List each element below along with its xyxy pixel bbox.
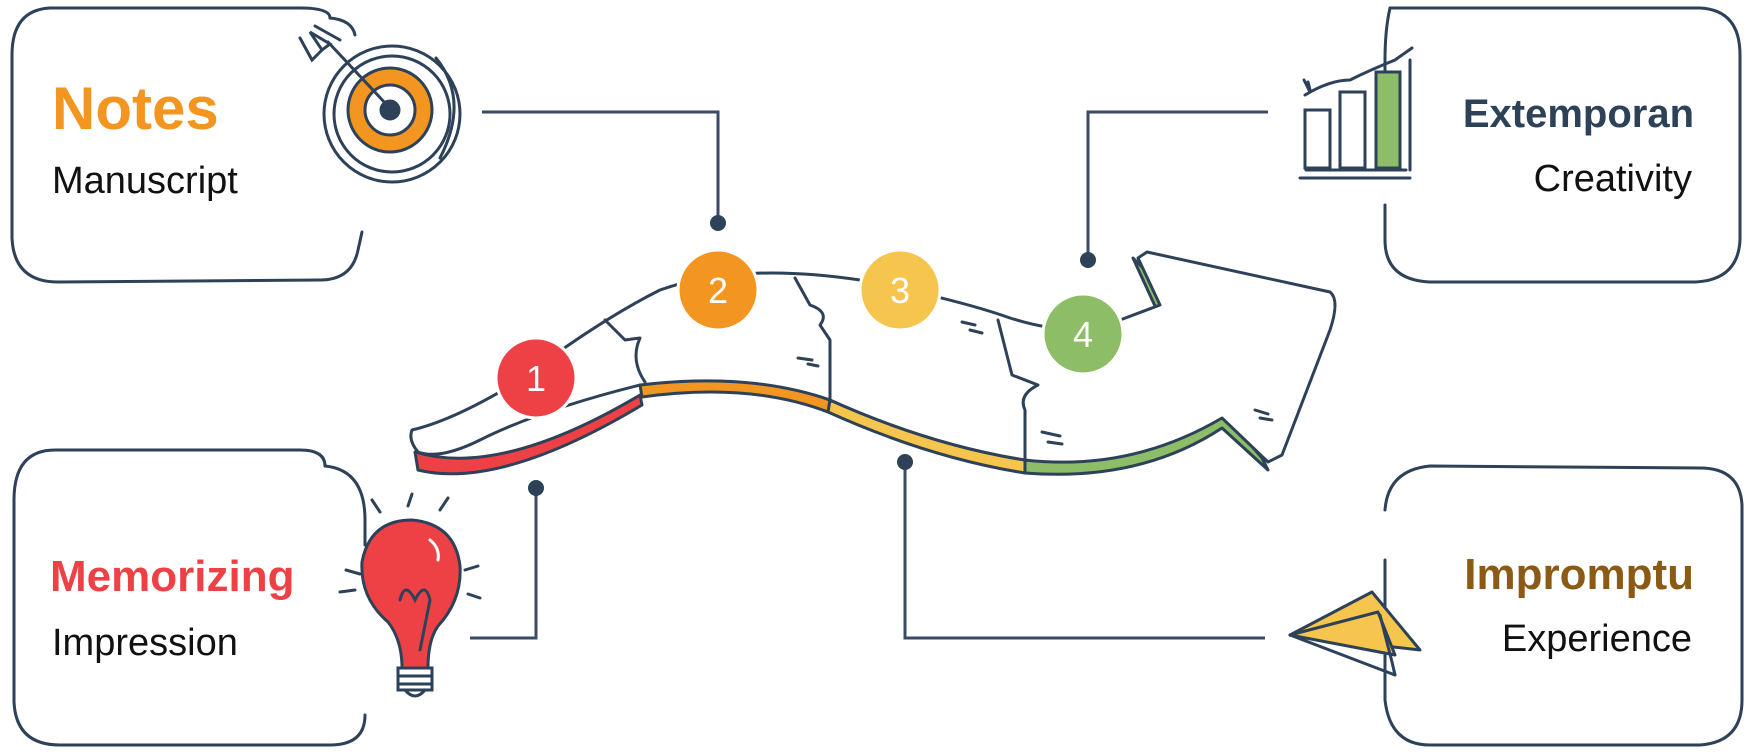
extemporan-title: Extemporan <box>1462 92 1694 136</box>
impromptu-title: Impromptu <box>1464 550 1694 599</box>
step-1-circle <box>494 336 578 420</box>
connector-dot-extemporan <box>1080 252 1096 268</box>
connector-notes <box>482 110 720 223</box>
card-frame-impromptu <box>1383 464 1744 747</box>
notes-subtitle: Manuscript <box>52 160 238 202</box>
notes-title: Notes <box>52 75 219 142</box>
memorizing-title: Memorizing <box>50 552 295 601</box>
step-2-number: 2 <box>708 270 728 311</box>
step-3-circle <box>858 248 942 332</box>
step-3-number: 3 <box>890 270 910 311</box>
card-frame-notes <box>10 6 364 284</box>
step-3-marker <box>858 248 942 332</box>
connector-extemporan <box>1086 110 1268 260</box>
memorizing-subtitle: Impression <box>52 622 238 664</box>
arrow-band-red <box>413 393 644 476</box>
bar-chart-icon <box>1298 46 1414 180</box>
connector-impromptu <box>903 462 1265 640</box>
card-frame-extemporan-top <box>1383 6 1392 77</box>
connector-dot-impromptu <box>897 454 913 470</box>
card-frame-extemporan <box>1383 6 1742 284</box>
target-icon <box>298 24 462 184</box>
connector-memorizing <box>470 488 538 640</box>
step-4-circle <box>1041 292 1125 376</box>
road-arrow <box>409 250 1337 476</box>
connector-dot-memorizing <box>528 480 544 496</box>
impromptu-subtitle: Experience <box>1501 618 1692 660</box>
connector-dot-notes <box>710 215 726 231</box>
extemporan-subtitle: Creativity <box>1533 158 1692 200</box>
step-2-marker <box>676 248 760 332</box>
card-frame-memorizing <box>12 448 367 747</box>
paper-plane-icon <box>1288 590 1422 677</box>
card-frame-notes-top <box>328 16 357 37</box>
lightbulb-icon <box>338 492 482 698</box>
step-2-circle <box>676 248 760 332</box>
step-1-marker <box>494 336 578 420</box>
step-4-marker <box>1041 292 1125 376</box>
step-4-number: 4 <box>1073 314 1093 355</box>
card-frame-memorizing-top <box>323 464 367 547</box>
step-1-number: 1 <box>526 358 546 399</box>
